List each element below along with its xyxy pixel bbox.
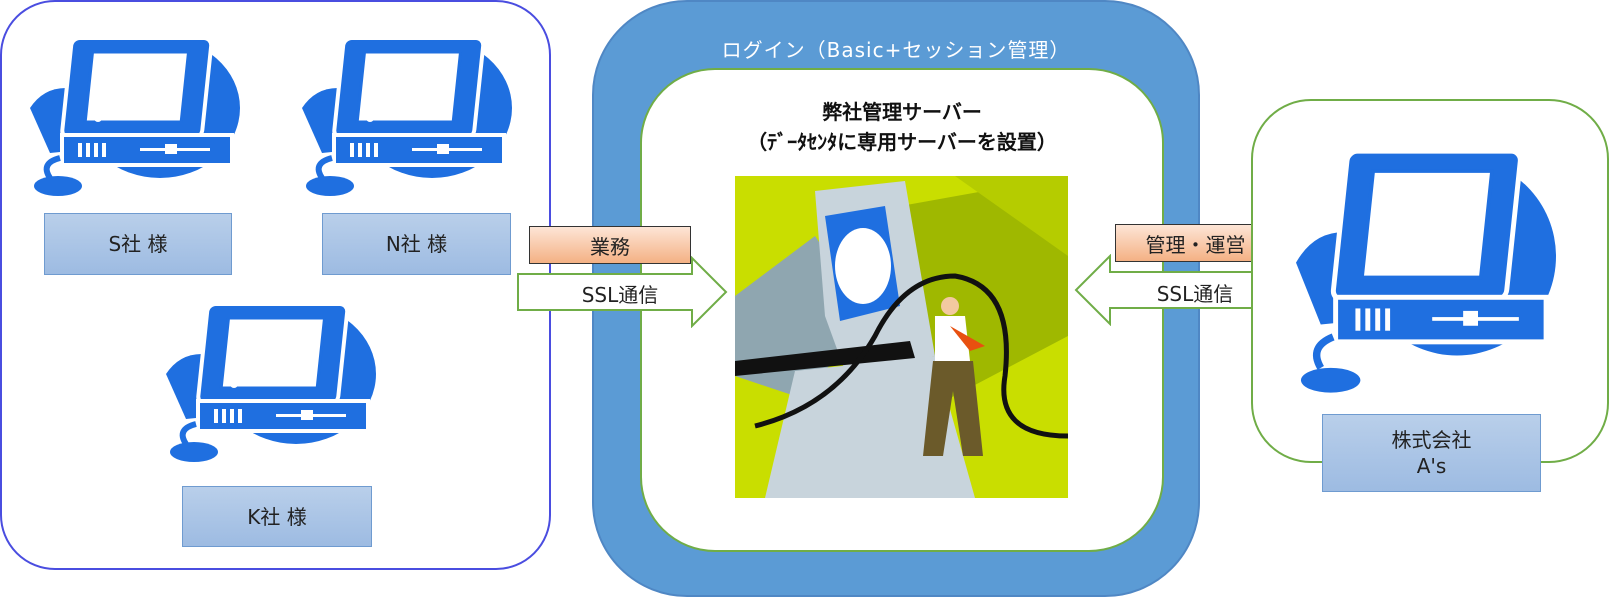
ssl-arrow-right [517,256,728,328]
server-clipart-image [735,176,1068,498]
server-title-line2: （ﾃﾞｰﾀｾﾝﾀに専用サーバーを設置） [747,130,1057,154]
client-label-s: S社 様 [44,213,232,275]
computer-icon-n [302,38,512,196]
admin-label: 株式会社 A's [1322,414,1541,492]
admin-label-line2: A's [1416,454,1447,478]
management-tag: 管理・運営 [1115,224,1276,262]
computer-icon-k [166,304,376,462]
computer-icon-s [30,38,240,196]
computer-icon-admin [1296,150,1556,393]
admin-label-line1: 株式会社 [1391,428,1472,452]
client-label-k: K社 様 [182,486,372,547]
login-title: ログイン（Basic+セッション管理） [721,38,1071,62]
server-title: 弊社管理サーバー （ﾃﾞｰﾀｾﾝﾀに専用サーバーを設置） [640,97,1164,157]
server-title-line1: 弊社管理サーバー [822,100,982,124]
client-label-n: N社 様 [322,213,511,275]
business-tag: 業務 [529,226,691,264]
right-ssl-label: SSL通信 [1156,282,1234,306]
left-ssl-label: SSL通信 [581,283,659,307]
